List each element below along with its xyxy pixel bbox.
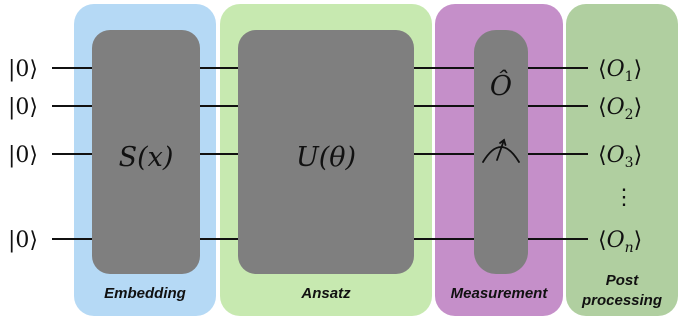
wires [52,67,588,240]
svg-text:⟨O2⟩: ⟨O2⟩ [598,95,642,123]
stage-label-processing: processing [581,292,662,309]
expectation-output-2: ⟨O2⟩ [598,95,642,123]
output-ellipsis: ⋮ [613,185,635,210]
stage-label-embedding: Embedding [104,285,186,302]
input-ket-1: |0⟩ [8,57,38,82]
observable-operator: Ô [490,68,512,102]
expectation-output-1: ⟨O1⟩ [598,57,642,85]
ansatz-block [238,30,414,274]
stage-label-measurement: Measurement [451,285,549,302]
expectation-output-n: ⟨On⟩ [598,228,642,256]
measurement-block [474,30,528,274]
meter-icon [482,138,520,163]
embedding-operator: S(x) [119,142,174,173]
expectation-output-3: ⟨O3⟩ [598,143,642,171]
svg-text:⟨O1⟩: ⟨O1⟩ [598,57,642,85]
input-ket-3: |0⟩ [8,143,38,168]
embedding-block [92,30,200,274]
ansatz-operator: U(θ) [296,142,356,173]
svg-text:⟨On⟩: ⟨On⟩ [598,228,642,256]
input-ket-2: |0⟩ [8,95,38,120]
input-ket-4: |0⟩ [8,228,38,253]
post-processing-panel [566,4,678,316]
stage-label-ansatz: Ansatz [300,285,351,302]
stage-label-post: Post [606,272,640,289]
svg-text:⟨O3⟩: ⟨O3⟩ [598,143,642,171]
